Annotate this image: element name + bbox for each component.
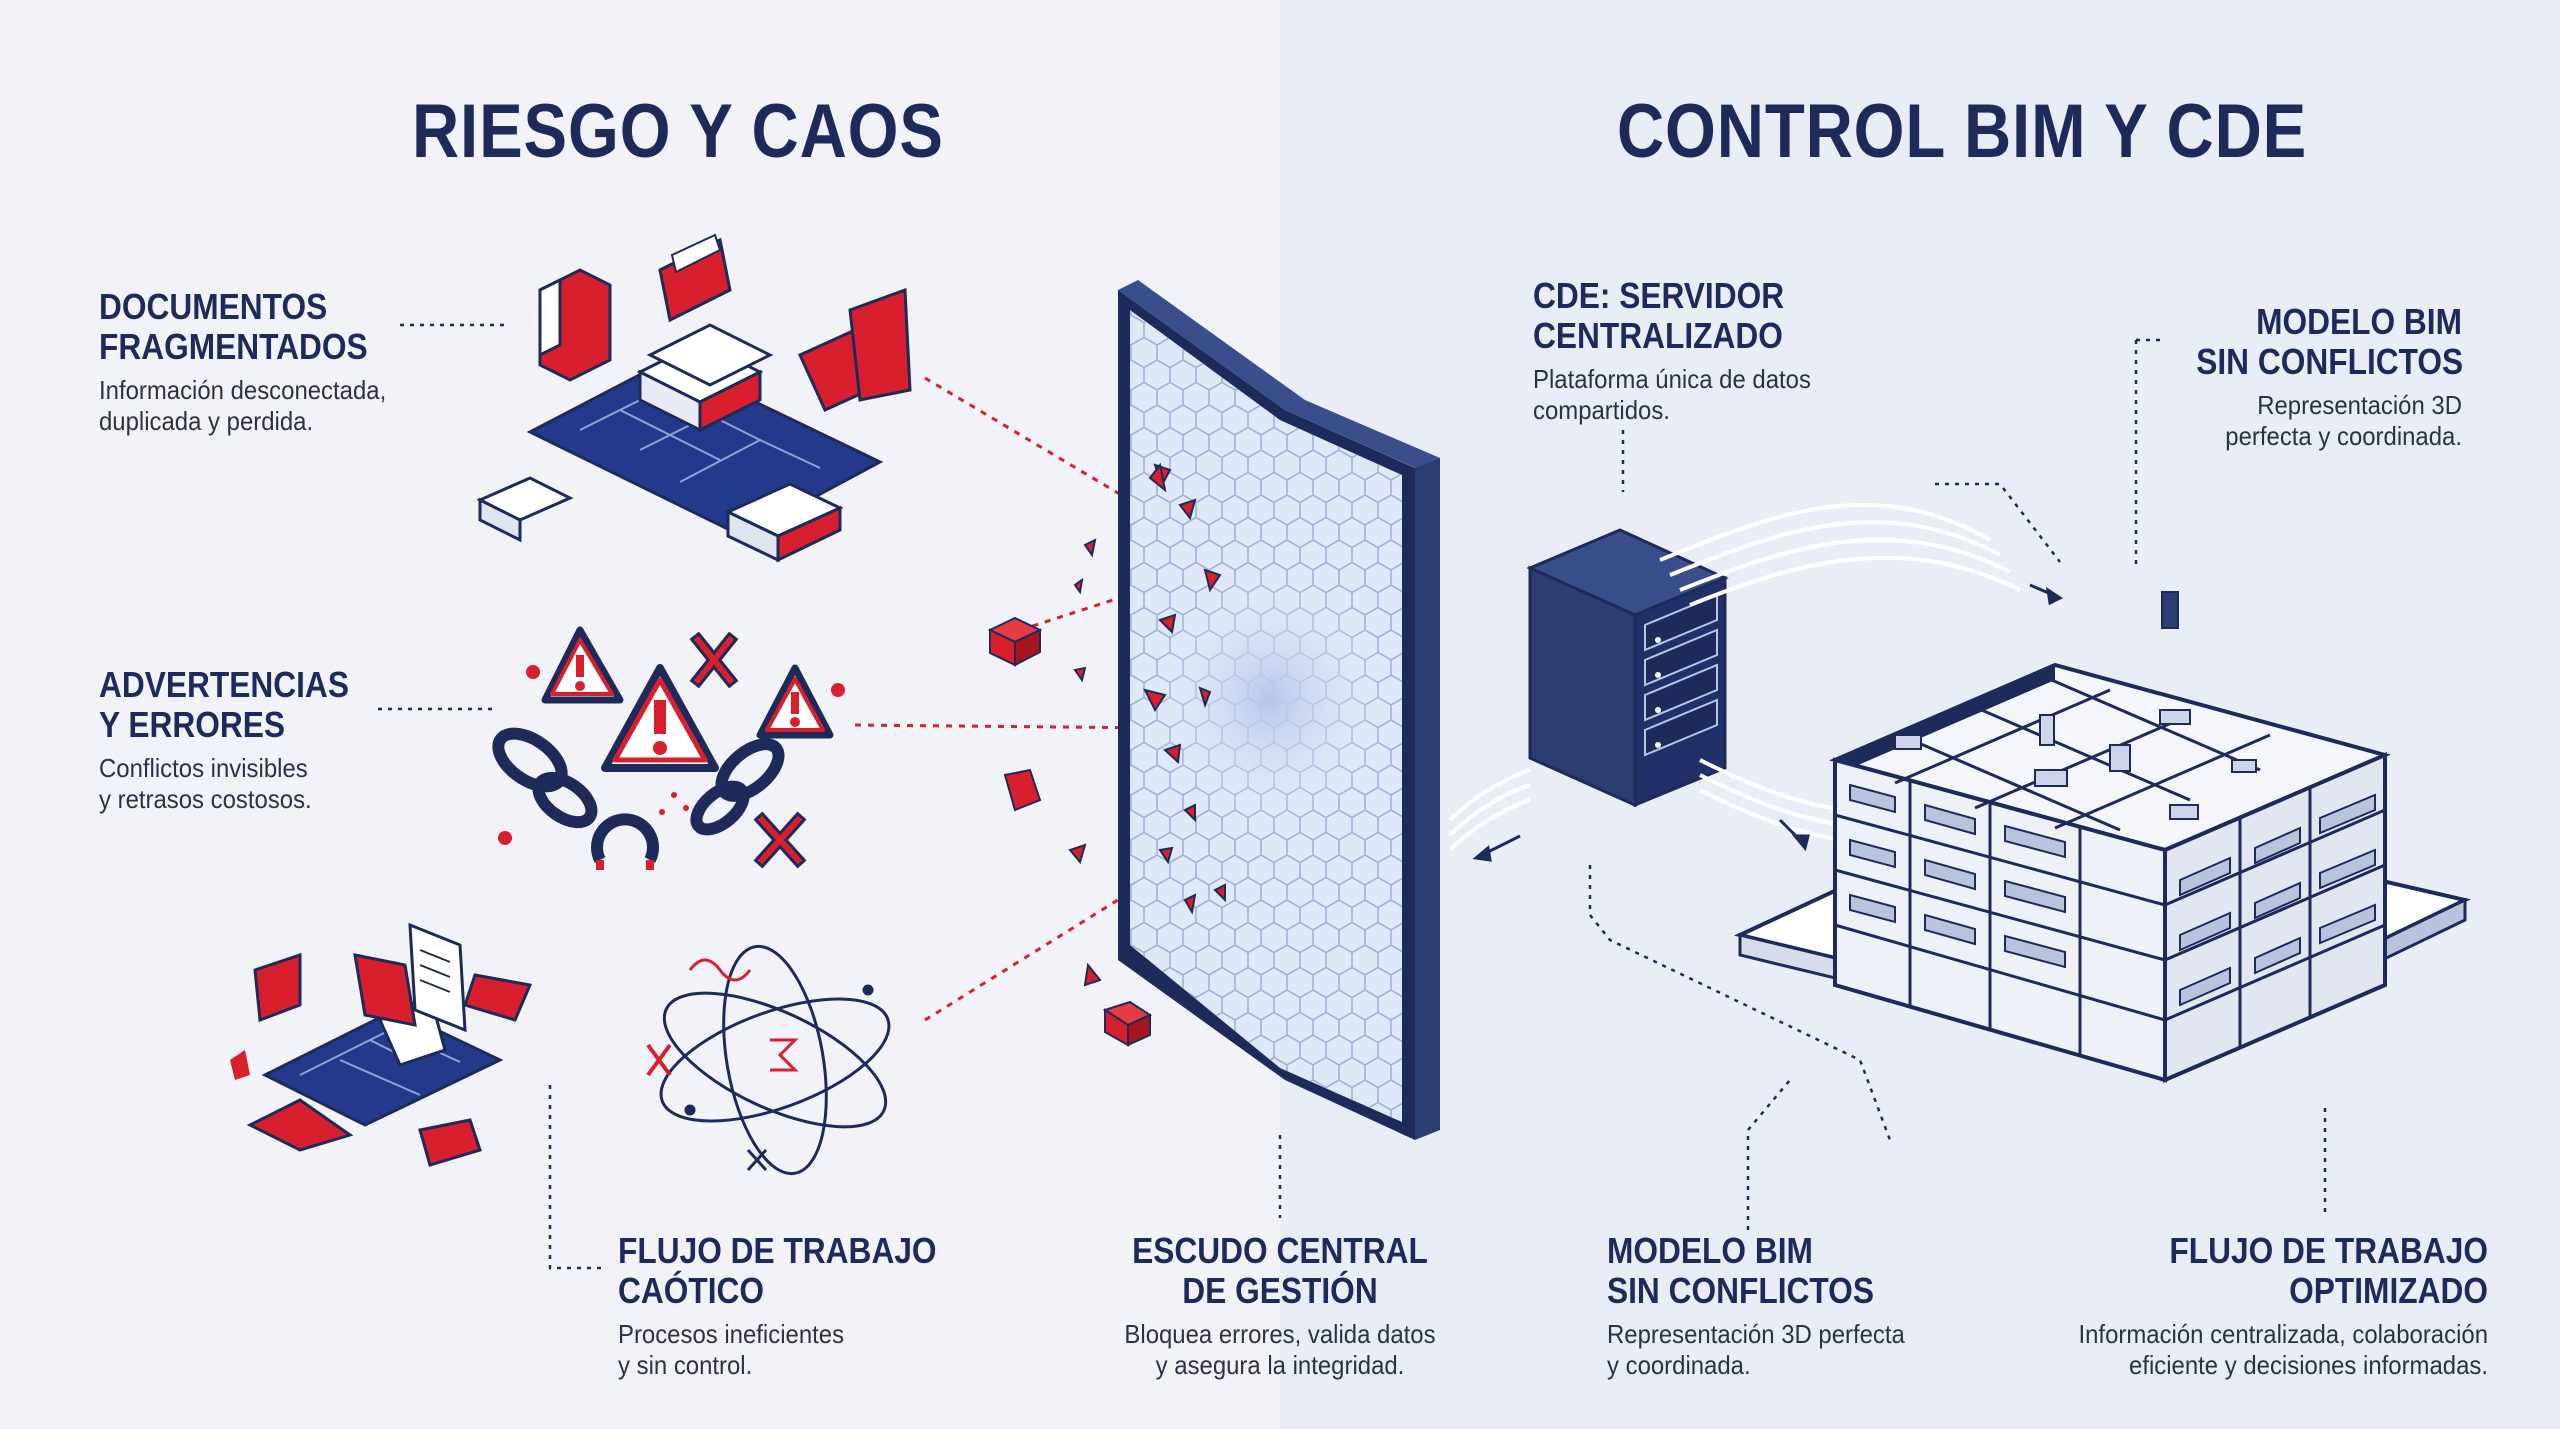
- flow-arrows: [1472, 583, 2063, 862]
- chaotic-workflow-illustration: [230, 922, 891, 1176]
- folder-icon: [538, 268, 612, 382]
- right-section-title: CONTROL BIM Y CDE: [1617, 89, 2308, 174]
- warning-icon: [601, 664, 719, 772]
- spark-dots: [498, 665, 845, 845]
- warning-icon: [756, 664, 834, 739]
- shattered-fragments: [1068, 462, 1226, 987]
- broken-chain-icon: [492, 727, 785, 870]
- x-mark-icon: [689, 631, 807, 869]
- data-cables: [1448, 503, 2021, 852]
- fragmented-documents-illustration: [476, 233, 912, 563]
- warnings-errors-illustration: [492, 626, 845, 870]
- folder-icon: [230, 952, 533, 1167]
- document-stack-icon: [636, 323, 774, 433]
- document-icon: [408, 922, 467, 1033]
- folder-icon: [658, 233, 732, 323]
- control-connector-lines: [378, 323, 2327, 1270]
- right-panel-background: [1280, 0, 2560, 1429]
- folder-icon: [798, 287, 912, 412]
- chaos-orbit-icon: [646, 944, 891, 1176]
- label-description: Información desconectada,duplicada y per…: [99, 375, 387, 436]
- document-icon: [476, 476, 844, 563]
- shield-icon: [1118, 280, 1440, 1140]
- warning-icon: [541, 626, 624, 704]
- left-section-title: RIESGO Y CAOS: [412, 89, 944, 174]
- server-icon: [1526, 528, 1729, 808]
- building-icon: [1733, 591, 2471, 1084]
- debris-cube: [987, 616, 1153, 1047]
